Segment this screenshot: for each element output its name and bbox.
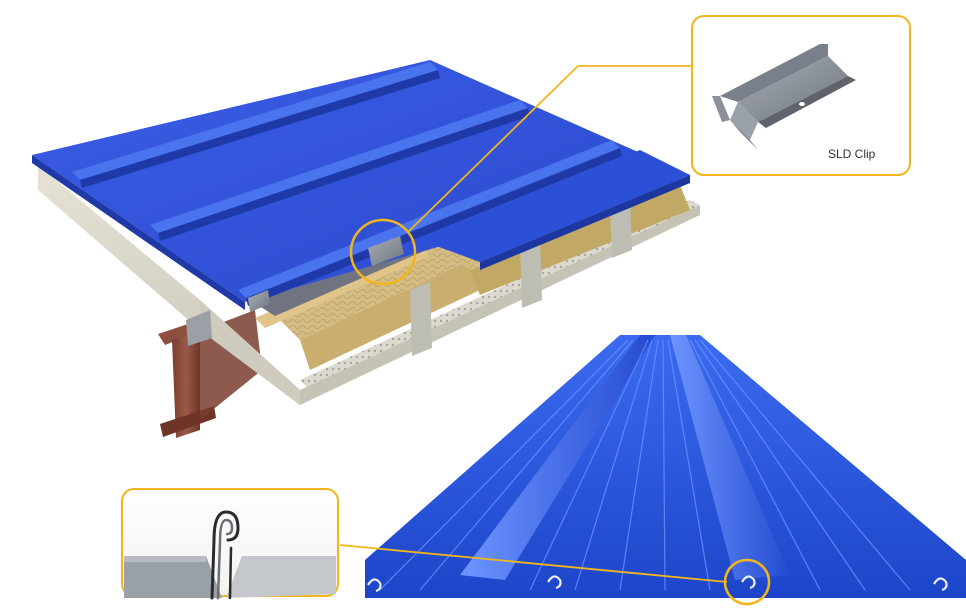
- seam-profile-icon: [210, 510, 240, 600]
- clip-callout-label: SLD Clip: [828, 147, 876, 161]
- timber-strip: [255, 248, 430, 328]
- clip-leader-line: [407, 65, 692, 233]
- profiled-sheet: [365, 335, 966, 598]
- bracket: [186, 310, 212, 346]
- seam-leader-line: [339, 544, 728, 583]
- purlin: [520, 237, 542, 308]
- clip-icon: [712, 44, 856, 150]
- installed-clip: [248, 236, 404, 312]
- roof-assembly: [32, 60, 700, 405]
- seam-callout: [121, 488, 339, 600]
- perforated-liner: [300, 200, 700, 390]
- sheet-rib: [670, 335, 790, 580]
- clip-callout: SLD Clip: [691, 15, 911, 176]
- roof-panel-blue: [32, 60, 690, 302]
- standing-seam-ribs: [72, 62, 622, 306]
- purlin: [410, 282, 432, 356]
- clip-highlight-circle: [349, 218, 417, 286]
- seam-hooks: [367, 575, 948, 593]
- sheet-rib: [460, 335, 655, 580]
